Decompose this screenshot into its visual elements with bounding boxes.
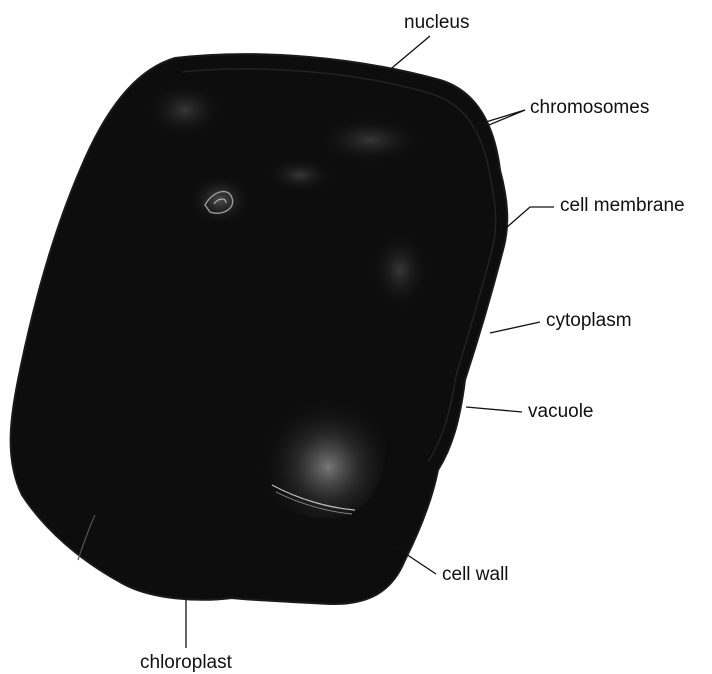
label-chloroplast: chloroplast [140,652,233,673]
vacuole-shape [258,389,386,519]
cytoplasm-leader-line [490,322,540,333]
label-cell-membrane: cell membrane [560,195,685,216]
cell-wall-shape [11,54,508,604]
cell-membrane-leader-line [506,207,554,228]
label-cytoplasm: cytoplasm [546,310,632,331]
label-nucleus: nucleus [404,12,470,33]
vacuole-leader-line [466,407,522,412]
label-chromosomes: chromosomes [530,97,649,118]
nucleus-shape [188,174,252,226]
label-cell-wall: cell wall [442,564,509,585]
label-vacuole: vacuole [528,401,594,422]
plant-cell [11,54,508,604]
